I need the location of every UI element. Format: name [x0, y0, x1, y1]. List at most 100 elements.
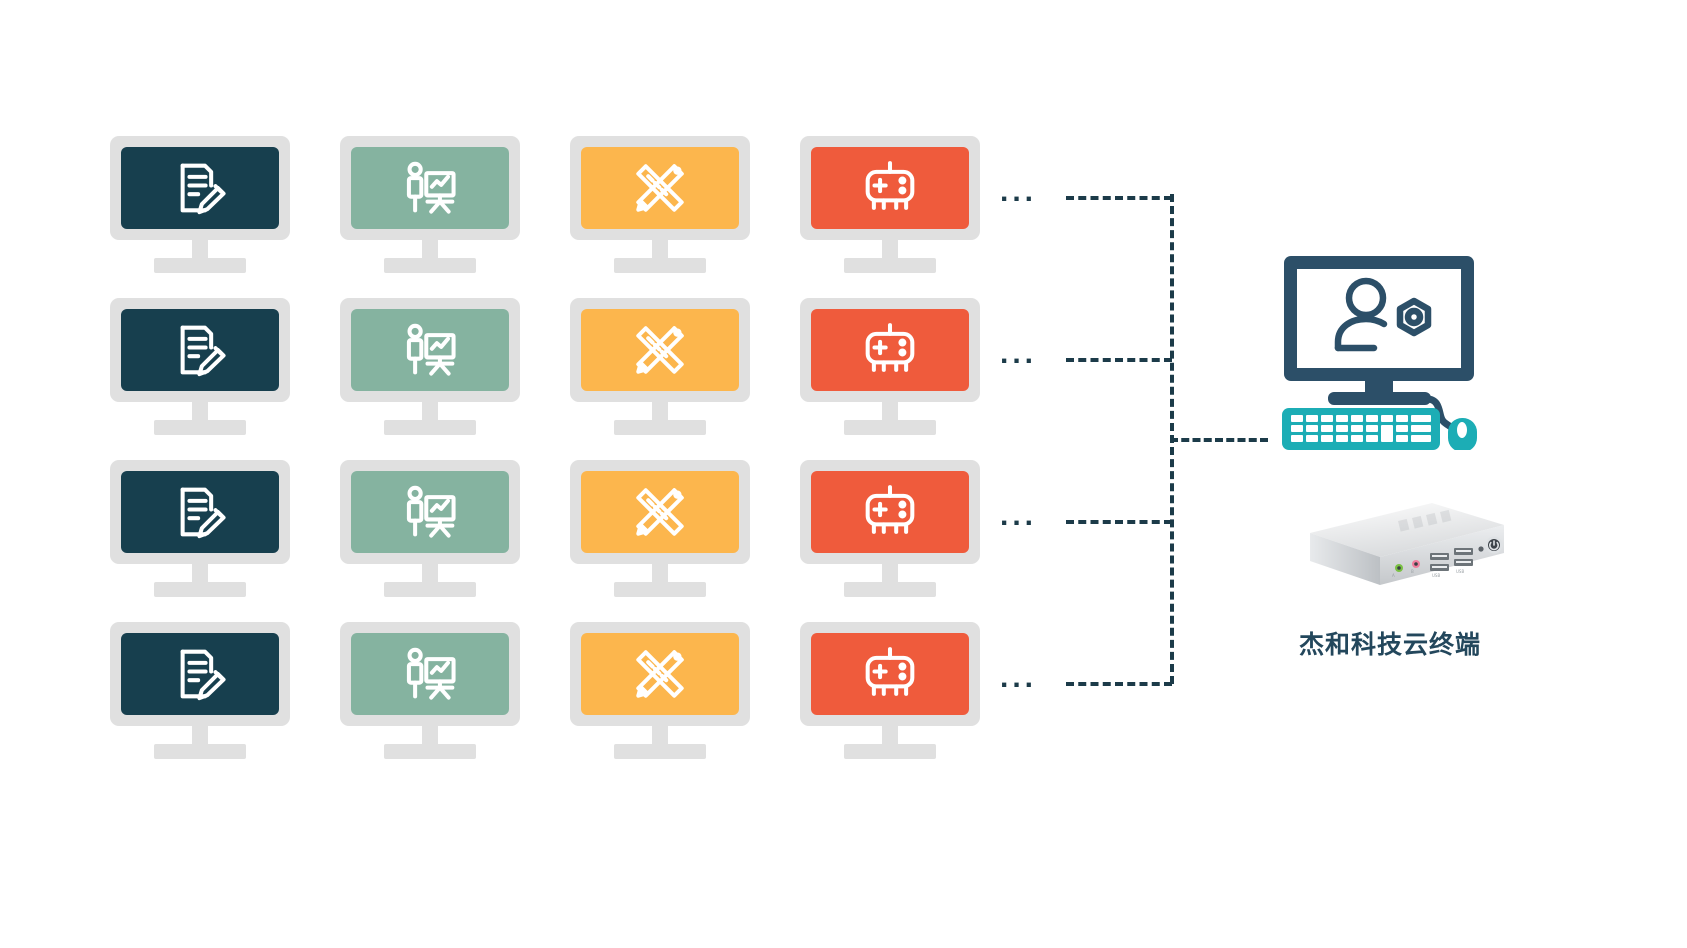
- client-monitor-design-3[interactable]: [570, 460, 750, 600]
- connector-row-1: [1066, 196, 1172, 200]
- presentation-chart-icon: [406, 161, 456, 214]
- document-edit-icon: [180, 487, 226, 539]
- monitor-base: [384, 582, 476, 597]
- monitor-base: [844, 582, 936, 597]
- server-terminal-illustration: [1282, 256, 1477, 450]
- monitor-base: [154, 744, 246, 759]
- monitor-neck: [192, 564, 208, 586]
- server-monitor-base: [1328, 392, 1431, 405]
- monitor-neck: [422, 726, 438, 748]
- svg-text:B: B: [1411, 569, 1414, 574]
- ruler-pencil-icon: [636, 326, 684, 374]
- monitor-neck: [652, 240, 668, 262]
- client-monitor-presentation-1[interactable]: [340, 136, 520, 276]
- client-monitor-design-2[interactable]: [570, 298, 750, 438]
- client-monitor-design-1[interactable]: [570, 136, 750, 276]
- cloud-terminal-caption: 杰和科技云终端: [1298, 630, 1481, 659]
- connector-row-3: [1066, 520, 1172, 524]
- client-monitor-gaming-1[interactable]: [800, 136, 980, 276]
- monitor-screen: [351, 471, 509, 553]
- monitor-base: [614, 420, 706, 435]
- mouse-icon: [1448, 418, 1477, 450]
- document-edit-icon: [180, 649, 226, 701]
- monitor-base: [844, 420, 936, 435]
- monitor-base: [154, 258, 246, 273]
- presentation-chart-icon: [406, 485, 456, 538]
- keyboard-icon: [1282, 408, 1440, 450]
- ellipsis-row-3: ...: [1000, 499, 1038, 532]
- monitor-base: [844, 258, 936, 273]
- client-monitor-presentation-3[interactable]: [340, 460, 520, 600]
- client-monitor-document-editing-1[interactable]: [110, 136, 290, 276]
- monitor-neck: [882, 564, 898, 586]
- svg-text:USB: USB: [1432, 573, 1440, 578]
- client-monitor-gaming-4[interactable]: [800, 622, 980, 762]
- monitor-neck: [192, 240, 208, 262]
- client-monitor-presentation-2[interactable]: [340, 298, 520, 438]
- monitor-screen: [581, 633, 739, 715]
- client-monitor-document-editing-2[interactable]: [110, 298, 290, 438]
- monitor-neck: [882, 240, 898, 262]
- monitor-screen: [121, 471, 279, 553]
- monitor-base: [614, 744, 706, 759]
- monitor-screen: [581, 471, 739, 553]
- monitor-screen: [351, 309, 509, 391]
- cloud-terminal-group: A B USB USB 杰和科技云终端: [1272, 250, 1592, 710]
- ellipsis-row-2: ...: [1000, 337, 1038, 370]
- monitor-screen: [121, 309, 279, 391]
- gamepad-icon: [865, 161, 915, 210]
- user-gear-icon: [1334, 277, 1432, 352]
- monitor-screen: [811, 471, 969, 553]
- client-monitor-gaming-3[interactable]: [800, 460, 980, 600]
- ruler-pencil-icon: [636, 650, 684, 698]
- svg-text:A: A: [1392, 573, 1395, 578]
- monitor-screen: [811, 309, 969, 391]
- presentation-chart-icon: [406, 323, 456, 376]
- gamepad-icon: [865, 323, 915, 372]
- monitor-neck: [422, 402, 438, 424]
- gamepad-icon: [865, 647, 915, 696]
- monitor-base: [614, 582, 706, 597]
- document-edit-icon: [180, 163, 226, 215]
- monitor-neck: [882, 726, 898, 748]
- svg-text:USB: USB: [1456, 569, 1464, 574]
- monitor-base: [384, 744, 476, 759]
- monitor-screen: [351, 147, 509, 229]
- monitor-neck: [882, 402, 898, 424]
- gamepad-icon: [865, 485, 915, 534]
- monitor-screen: [811, 633, 969, 715]
- mini-pc-icon: A B USB USB: [1310, 503, 1504, 585]
- ellipsis-row-4: ...: [1000, 661, 1038, 694]
- monitor-neck: [192, 402, 208, 424]
- monitor-base: [154, 582, 246, 597]
- monitor-base: [614, 258, 706, 273]
- monitor-screen: [581, 147, 739, 229]
- monitor-base: [384, 258, 476, 273]
- monitor-neck: [422, 240, 438, 262]
- connector-row-4: [1066, 682, 1172, 686]
- monitor-base: [844, 744, 936, 759]
- monitor-screen: [121, 147, 279, 229]
- connector-to-server: [1170, 438, 1268, 442]
- client-monitor-document-editing-3[interactable]: [110, 460, 290, 600]
- client-monitor-document-editing-4[interactable]: [110, 622, 290, 762]
- monitor-neck: [652, 564, 668, 586]
- monitor-base: [154, 420, 246, 435]
- document-edit-icon: [180, 325, 226, 377]
- monitor-neck: [652, 402, 668, 424]
- monitor-screen: [581, 309, 739, 391]
- ellipsis-row-1: ...: [1000, 175, 1038, 208]
- ruler-pencil-icon: [636, 164, 684, 212]
- client-monitor-presentation-4[interactable]: [340, 622, 520, 762]
- connector-row-2: [1066, 358, 1172, 362]
- client-monitor-gaming-2[interactable]: [800, 298, 980, 438]
- presentation-chart-icon: [406, 647, 456, 700]
- server-monitor-neck: [1365, 381, 1393, 395]
- client-monitor-design-4[interactable]: [570, 622, 750, 762]
- monitor-neck: [652, 726, 668, 748]
- monitor-screen: [351, 633, 509, 715]
- monitor-screen: [121, 633, 279, 715]
- monitor-screen: [811, 147, 969, 229]
- ruler-pencil-icon: [636, 488, 684, 536]
